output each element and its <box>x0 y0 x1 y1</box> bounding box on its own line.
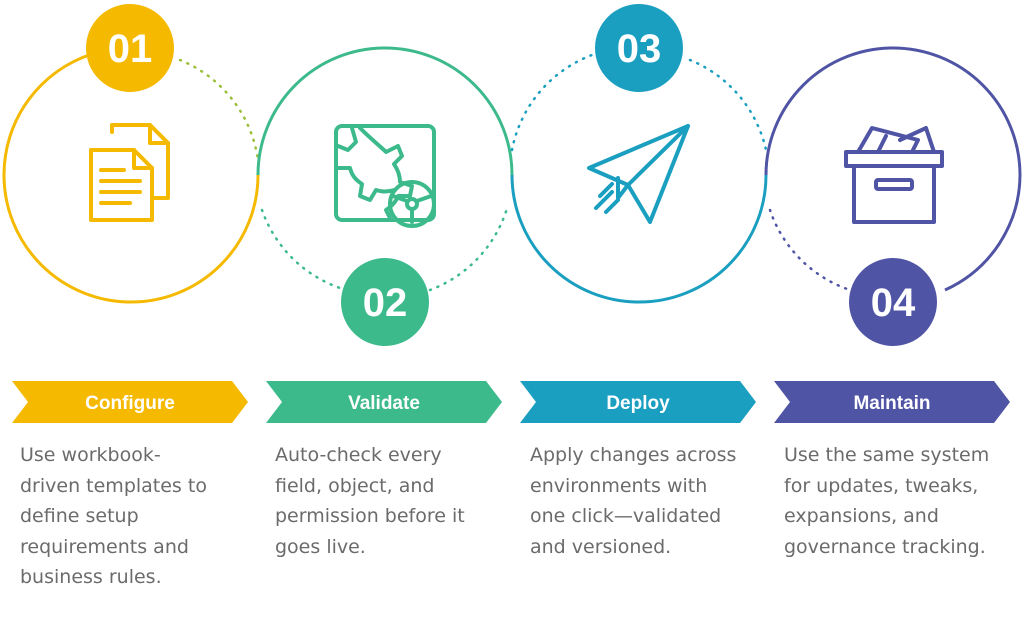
step-3-description: Apply changes across environments with o… <box>530 440 750 562</box>
step-4-banner: Maintain <box>774 381 1010 423</box>
documents-icon <box>89 123 170 222</box>
step-1-description-line: requirements and <box>20 535 189 558</box>
step-2-badge: 02 <box>341 258 429 346</box>
step-3-description-line: environments with <box>530 474 708 497</box>
step-3-circle <box>510 53 768 304</box>
step-4-description-line: governance tracking. <box>784 535 986 558</box>
step-2-description: Auto-check every field, object, and perm… <box>275 440 495 562</box>
step-4-circle <box>764 46 1022 292</box>
step-1-circle <box>2 52 260 304</box>
step-2-number: 02 <box>363 281 408 325</box>
step-3-description-line: one click—validated <box>530 505 722 527</box>
step-3-description-line: Apply changes across <box>530 444 737 466</box>
step-4-description-line: expansions, and <box>784 505 939 527</box>
step-1-description: Use workbook- driven templates to define… <box>20 440 240 593</box>
step-1-badge: 01 <box>86 4 174 92</box>
step-1-number: 01 <box>108 27 153 71</box>
step-2-title: Validate <box>348 393 420 414</box>
step-2-description-line: field, object, and <box>275 474 435 497</box>
step-2-description-line: permission before it <box>275 505 465 527</box>
step-4-description: Use the same system for updates, tweaks,… <box>784 440 1004 562</box>
step-2-description-line: goes live. <box>275 535 366 558</box>
step-3-badge: 03 <box>595 4 683 92</box>
step-4-description-line: Use the same system <box>784 444 990 466</box>
step-3-number: 03 <box>617 27 662 71</box>
step-2-banner: Validate <box>266 381 502 423</box>
archive-box-icon <box>844 126 944 224</box>
step-4-title: Maintain <box>853 393 930 414</box>
step-1-description-line: business rules. <box>20 566 162 588</box>
step-3-description-line: and versioned. <box>530 535 672 558</box>
step-3-banner: Deploy <box>520 381 756 423</box>
step-4-number: 04 <box>871 281 916 325</box>
step-1-banner: Configure <box>12 381 248 423</box>
gears-icon <box>334 124 436 228</box>
step-4-description-line: for updates, tweaks, <box>784 474 979 497</box>
step-2-circle <box>256 46 514 292</box>
step-3-title: Deploy <box>606 393 670 414</box>
step-1-title: Configure <box>85 393 175 414</box>
step-2-description-line: Auto-check every <box>275 444 442 466</box>
step-1-description-line: Use workbook- <box>20 444 161 466</box>
paper-plane-icon <box>587 124 690 224</box>
step-4-badge: 04 <box>849 258 937 346</box>
step-1-description-line: driven templates to <box>20 474 207 497</box>
step-1-description-line: define setup <box>20 505 139 527</box>
